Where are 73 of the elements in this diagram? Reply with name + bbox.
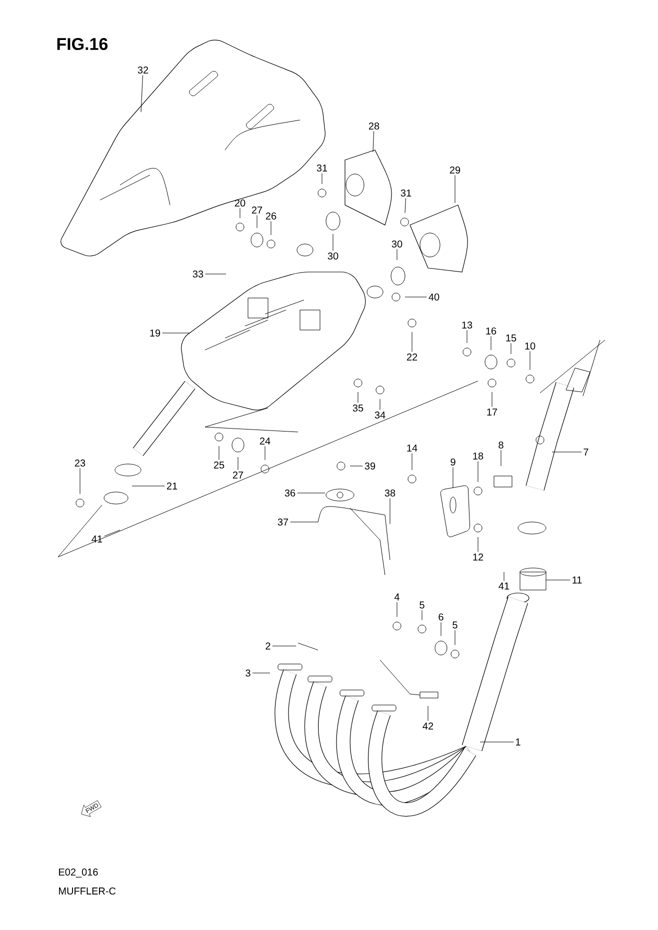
callout-number: 10 [525, 342, 536, 350]
callout-number: 35 [352, 404, 364, 412]
callout-number: 17 [487, 408, 498, 416]
leader-line [270, 221, 272, 236]
callout-number: 36 [284, 489, 296, 497]
callout-number: 37 [278, 518, 288, 526]
callout-number: 9 [450, 458, 456, 466]
callout-number: 21 [166, 482, 178, 490]
callout-number: 2 [266, 642, 270, 650]
figure-title: FIG.16 [57, 38, 108, 50]
leader-line [500, 450, 502, 466]
callout-number: 7 [584, 448, 588, 456]
leader-line [140, 75, 143, 112]
callout-number: 28 [368, 122, 380, 130]
leader-line [162, 332, 190, 334]
leader-line [490, 336, 492, 350]
leader-line [510, 342, 512, 354]
callout-number: 32 [138, 66, 148, 74]
leader-line [396, 249, 398, 260]
callout-number: 15 [506, 334, 516, 342]
callout-number: 5 [452, 622, 458, 628]
callout-number: 33 [192, 270, 204, 278]
callout-number: 12 [473, 554, 484, 560]
leader-line [218, 446, 220, 460]
callout-number: 13 [462, 321, 472, 329]
leader-line [404, 296, 427, 298]
section-name: MUFFLER-C [59, 887, 116, 895]
callout-number: 31 [316, 164, 328, 172]
callout-number: 6 [438, 613, 444, 621]
leader-line [466, 330, 468, 344]
callout-number: 1 [516, 738, 520, 746]
callout-number: 14 [407, 444, 418, 452]
leader-line [454, 175, 456, 204]
callout-number: 18 [473, 452, 484, 460]
leader-line [297, 492, 326, 494]
leader-line [452, 467, 454, 488]
callout-number: 38 [384, 489, 396, 497]
page-code: E02_016 [59, 868, 98, 878]
leader-line [396, 602, 398, 618]
leader-line [440, 622, 442, 636]
leader-line [264, 446, 266, 460]
callout-number: 5 [420, 602, 424, 608]
callout-number: 27 [232, 472, 244, 478]
callout-number: 29 [450, 166, 460, 174]
callout-number: 25 [214, 461, 224, 469]
callout-number: 30 [392, 240, 402, 248]
callout-number: 40 [428, 293, 440, 301]
callout-number: 8 [498, 441, 504, 449]
callout-number: 42 [422, 722, 434, 730]
leader-line [454, 630, 456, 646]
leader-line [104, 530, 120, 536]
callout-number: 31 [400, 189, 412, 197]
leader-line [404, 198, 406, 214]
callout-number: 41 [92, 536, 102, 542]
callout-number: 26 [266, 212, 276, 220]
callout-number: 19 [150, 329, 160, 337]
leader-line [372, 131, 374, 152]
callout-number: 41 [498, 582, 510, 590]
callout-number: 34 [374, 411, 386, 419]
callout-number: 4 [394, 594, 400, 600]
callout-number: 20 [234, 199, 246, 207]
leader-line [252, 672, 270, 674]
leader-line [256, 214, 258, 228]
callout-number: 3 [246, 669, 250, 677]
callout-number: 39 [364, 462, 376, 470]
leader-line [332, 234, 334, 252]
callout-number: 27 [252, 206, 262, 214]
callout-number: 11 [572, 576, 582, 584]
callout-number: 22 [406, 354, 418, 360]
callout-number: 23 [74, 459, 86, 467]
callout-number: 24 [260, 438, 270, 444]
callout-number: 30 [328, 252, 338, 260]
callout-number: 16 [486, 327, 496, 335]
